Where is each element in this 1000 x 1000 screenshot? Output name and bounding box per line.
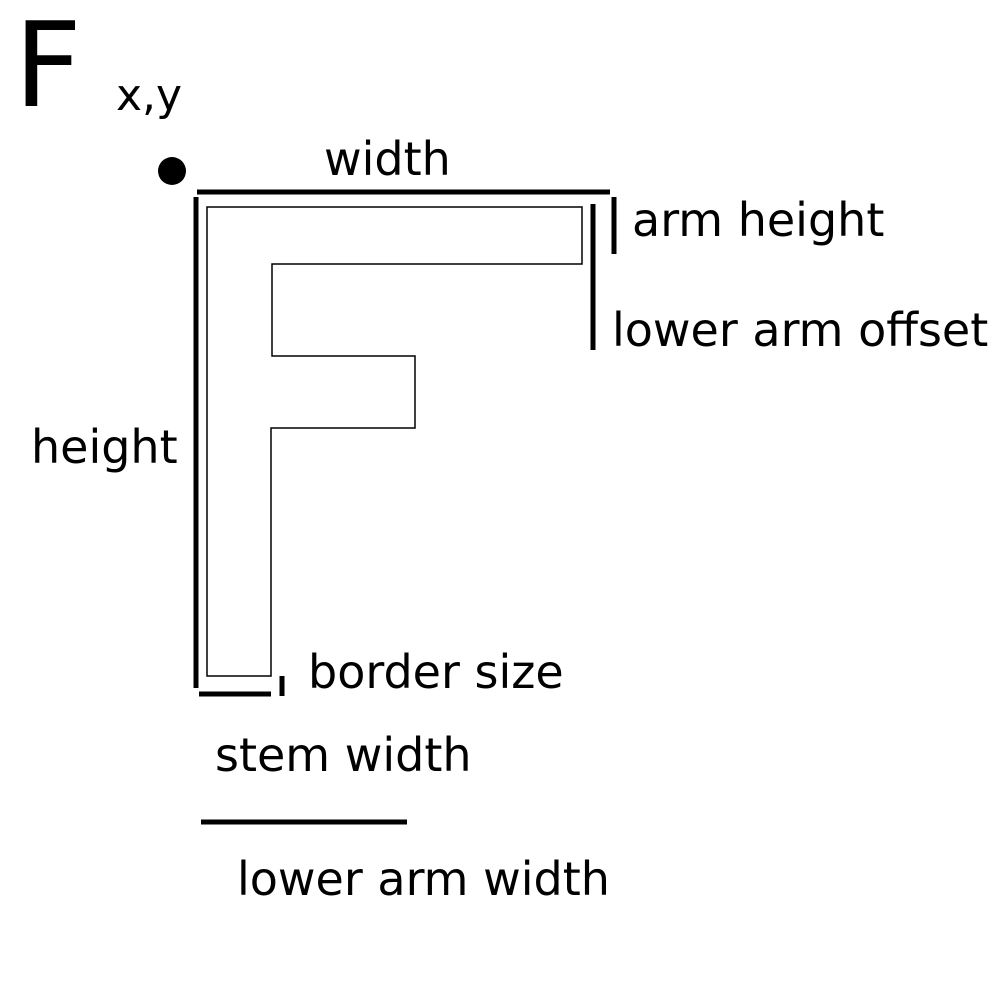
diagram-letter-title: F bbox=[14, 0, 82, 134]
lower-arm-width-label: lower arm width bbox=[237, 852, 610, 906]
origin-point bbox=[158, 157, 186, 185]
arm-height-label: arm height bbox=[632, 193, 885, 247]
stem-width-label: stem width bbox=[215, 728, 472, 782]
lower-arm-offset-label: lower arm offset bbox=[612, 303, 989, 357]
border-size-label: border size bbox=[308, 645, 564, 699]
width-label: width bbox=[324, 132, 451, 186]
height-label: height bbox=[31, 420, 178, 474]
origin-label: x,y bbox=[116, 70, 183, 121]
f-outline-outer bbox=[206, 206, 583, 677]
